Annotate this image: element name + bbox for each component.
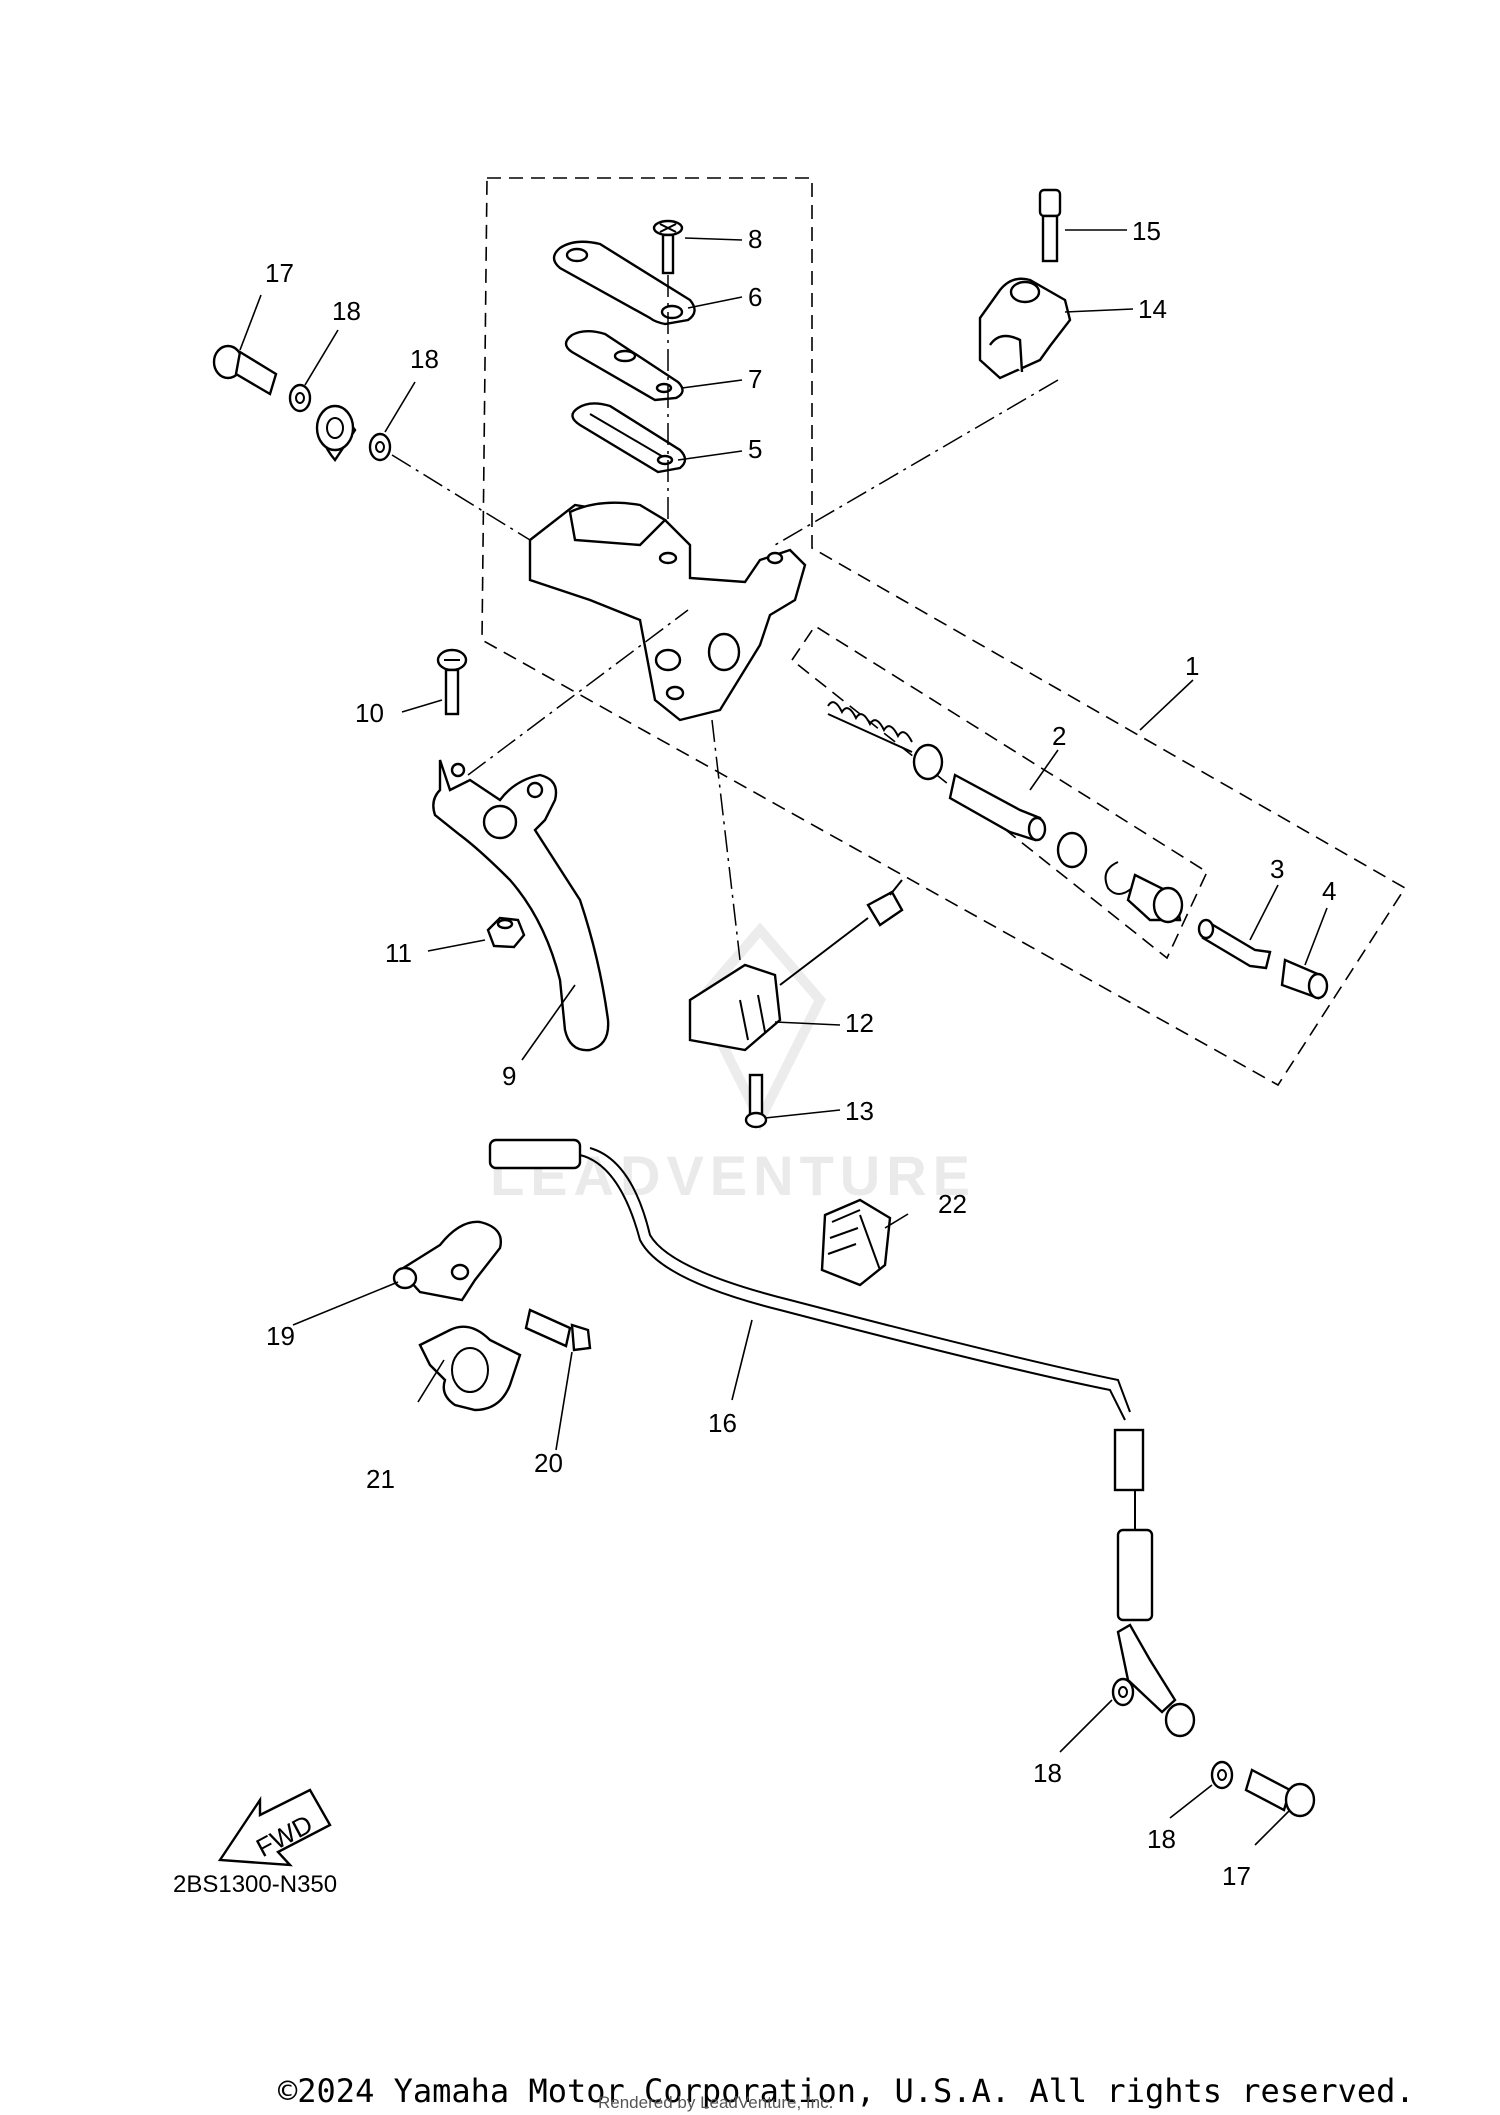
callout-10: 10 bbox=[355, 698, 384, 728]
callout-17-top: 17 bbox=[265, 258, 294, 288]
clamp-bolt[interactable] bbox=[1038, 188, 1062, 263]
axis-switch bbox=[711, 719, 741, 961]
callout-16: 16 bbox=[708, 1408, 737, 1438]
callout-9: 9 bbox=[502, 1061, 516, 1091]
callout-18-top-1: 18 bbox=[332, 296, 361, 326]
washer-top-2[interactable] bbox=[368, 432, 392, 462]
reservoir-group-outline bbox=[481, 177, 1407, 1087]
fwd-arrow-icon: FWD bbox=[217, 1788, 332, 1867]
callout-1: 1 bbox=[1185, 651, 1199, 681]
pushrod-boot[interactable] bbox=[1280, 958, 1329, 1000]
piston-spring[interactable] bbox=[827, 701, 913, 753]
callout-18-bottom-2: 18 bbox=[1147, 1824, 1176, 1854]
rendered-by-text: Rendered by LeadVenture, Inc. bbox=[598, 2093, 833, 2112]
callout-17-bottom: 17 bbox=[1222, 1861, 1251, 1891]
callout-2: 2 bbox=[1052, 721, 1066, 751]
cap-screw[interactable] bbox=[652, 219, 684, 275]
callout-7: 7 bbox=[748, 364, 762, 394]
clutch-switch[interactable] bbox=[688, 879, 904, 1052]
callout-15: 15 bbox=[1132, 216, 1161, 246]
diaphragm-plate[interactable] bbox=[564, 330, 684, 402]
clutch-lever[interactable] bbox=[432, 759, 610, 1052]
callout-19: 19 bbox=[266, 1321, 295, 1351]
diaphragm[interactable] bbox=[571, 402, 687, 474]
pushrod[interactable] bbox=[1197, 918, 1272, 970]
hose-guide[interactable] bbox=[392, 1220, 502, 1302]
callout-6: 6 bbox=[748, 282, 762, 312]
callout-13: 13 bbox=[845, 1096, 874, 1126]
copyright-notice: ©2024 Yamaha Motor Corporation, U.S.A. A… bbox=[278, 2072, 1415, 2110]
banjo-bolt-top[interactable] bbox=[212, 344, 278, 396]
hose-clamp[interactable] bbox=[418, 1325, 522, 1412]
dust-boot[interactable] bbox=[1126, 873, 1184, 924]
wire-clip[interactable] bbox=[820, 1198, 892, 1287]
piston-kit-outline bbox=[790, 624, 1209, 960]
washer-bottom-1[interactable] bbox=[1111, 1677, 1135, 1707]
washer-top-1[interactable] bbox=[288, 383, 312, 413]
washer-bottom-2[interactable] bbox=[1210, 1760, 1234, 1790]
banjo-fitting-top[interactable] bbox=[315, 404, 355, 452]
pivot-nut[interactable] bbox=[486, 916, 526, 949]
piston-cup[interactable] bbox=[912, 743, 944, 781]
callout-18-bottom-1: 18 bbox=[1033, 1758, 1062, 1788]
guide-bolt[interactable] bbox=[524, 1308, 592, 1352]
callout-12: 12 bbox=[845, 1008, 874, 1038]
callout-18-top-2: 18 bbox=[410, 344, 439, 374]
callout-21: 21 bbox=[366, 1464, 395, 1494]
diagram-code: 2BS1300-N350 bbox=[173, 1871, 337, 1898]
leader-lines bbox=[239, 229, 1328, 1846]
callout-4: 4 bbox=[1322, 876, 1336, 906]
axis-lever bbox=[467, 609, 689, 776]
banjo-bolt-bottom[interactable] bbox=[1244, 1768, 1316, 1818]
callout-11: 11 bbox=[385, 938, 412, 968]
reservoir-cap[interactable] bbox=[552, 240, 696, 326]
piston-seal[interactable] bbox=[1056, 831, 1088, 869]
callout-5: 5 bbox=[748, 434, 762, 464]
handlebar-clamp[interactable] bbox=[978, 277, 1072, 380]
callout-14: 14 bbox=[1138, 294, 1167, 324]
callout-3: 3 bbox=[1270, 854, 1284, 884]
lever-pivot-bolt[interactable] bbox=[436, 648, 468, 716]
master-cylinder-body[interactable] bbox=[528, 501, 807, 722]
callout-labels: 1 2 3 4 5 6 7 8 9 10 11 12 13 14 15 16 1… bbox=[265, 216, 1336, 1891]
callout-22: 22 bbox=[938, 1189, 967, 1219]
axis-banjo-top bbox=[391, 454, 531, 541]
axis-clamp bbox=[774, 379, 1059, 546]
piston[interactable] bbox=[948, 773, 1047, 842]
callout-8: 8 bbox=[748, 224, 762, 254]
circlip[interactable] bbox=[1104, 861, 1133, 895]
callout-20: 20 bbox=[534, 1448, 563, 1478]
switch-screw[interactable] bbox=[744, 1073, 768, 1129]
